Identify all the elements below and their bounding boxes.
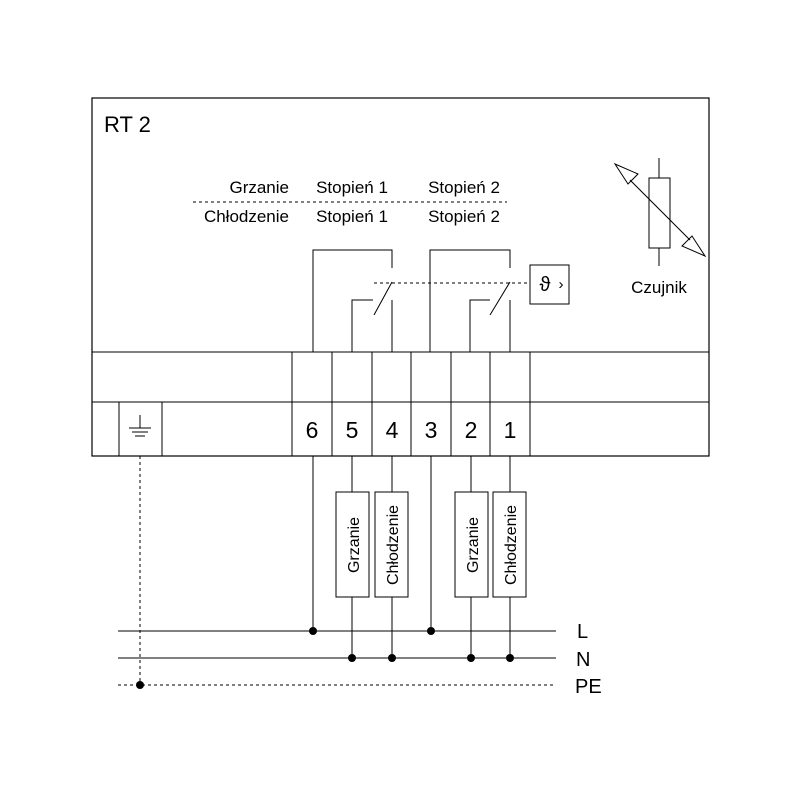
junction-dot (427, 627, 435, 635)
load-label: Chłodzenie (503, 505, 520, 585)
controller-theta-symbol: ϑ (540, 274, 551, 296)
terminal-number: 6 (306, 417, 319, 443)
junctions (136, 627, 514, 689)
load-box: Grzanie (335, 491, 370, 598)
load-box: Grzanie (454, 491, 489, 598)
sensor-label: Czujnik (631, 278, 687, 297)
header-heating-label: Grzanie (229, 178, 289, 197)
header-cooling-stage2: Stopień 2 (428, 207, 500, 226)
supply-lines (118, 630, 556, 686)
terminal-number: 5 (346, 417, 359, 443)
sensor-icon (613, 158, 707, 266)
junction-dot (309, 627, 317, 635)
ground-icon (129, 415, 151, 437)
terminal-number: 1 (504, 417, 517, 443)
line-pe-label: PE (575, 676, 602, 698)
line-n-label: N (576, 649, 590, 671)
load-label: Grzanie (465, 517, 482, 573)
relay-stage2-blade (489, 281, 511, 316)
relay-stage2 (429, 249, 511, 352)
stage-header: Grzanie Stopień 1 Stopień 2 Chłodzenie S… (193, 178, 507, 226)
terminal-number: 3 (425, 417, 438, 443)
device-housing (91, 97, 710, 457)
header-cooling-label: Chłodzenie (204, 207, 289, 226)
load-label: Grzanie (346, 517, 363, 573)
device-title: RT 2 (104, 112, 151, 137)
terminal-block (118, 352, 531, 456)
load-box: Chłodzenie (492, 491, 527, 598)
junction-dot (348, 654, 356, 662)
header-cooling-stage1: Stopień 1 (316, 207, 388, 226)
controller-arrow-symbol: › (559, 276, 564, 293)
relay-stage1 (312, 249, 393, 352)
external-wiring (139, 456, 511, 685)
junction-dot (388, 654, 396, 662)
junction-dot (506, 654, 514, 662)
terminal-number: 4 (386, 417, 399, 443)
header-heating-stage1: Stopień 1 (316, 178, 388, 197)
junction-dot (136, 681, 144, 689)
load-box: Chłodzenie (374, 491, 409, 598)
relay-stage1-blade (373, 281, 393, 316)
controller-box: ϑ › (529, 264, 570, 305)
header-heating-stage2: Stopień 2 (428, 178, 500, 197)
load-label: Chłodzenie (385, 505, 402, 585)
junction-dot (467, 654, 475, 662)
terminal-number: 2 (465, 417, 478, 443)
line-l-label: L (577, 621, 588, 643)
